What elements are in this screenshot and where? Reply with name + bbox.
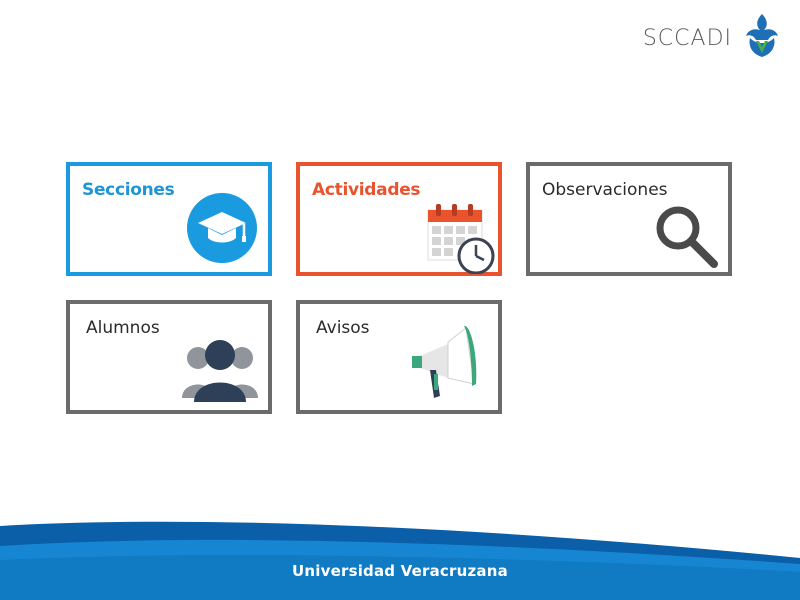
- tile-actividades-label: Actividades: [312, 180, 421, 200]
- tile-actividades[interactable]: Actividades: [296, 162, 502, 276]
- calendar-clock-icon: [427, 204, 495, 274]
- tile-alumnos[interactable]: Alumnos: [66, 300, 272, 414]
- brand-name: SCCADI: [642, 25, 732, 51]
- tile-avisos-label: Avisos: [316, 318, 370, 338]
- tile-observaciones[interactable]: Observaciones: [526, 162, 732, 276]
- graduation-cap-icon: [187, 193, 257, 263]
- magnifier-icon: [656, 206, 718, 268]
- footer-wave-shape: [0, 521, 800, 600]
- tile-secciones[interactable]: Secciones: [66, 162, 272, 276]
- header-logo: SCCADI: [643, 12, 784, 58]
- tile-avisos[interactable]: Avisos: [296, 300, 502, 414]
- megaphone-icon: [412, 325, 477, 398]
- users-icon: [182, 340, 258, 402]
- uv-fleur-de-lis-logo-icon: [746, 14, 778, 57]
- tile-secciones-label: Secciones: [82, 180, 175, 200]
- footer-university-name: Universidad Veracruzana: [292, 562, 508, 580]
- footer-banner: Universidad Veracruzana: [0, 520, 800, 600]
- tile-observaciones-label: Observaciones: [542, 180, 668, 200]
- tile-alumnos-label: Alumnos: [86, 318, 160, 338]
